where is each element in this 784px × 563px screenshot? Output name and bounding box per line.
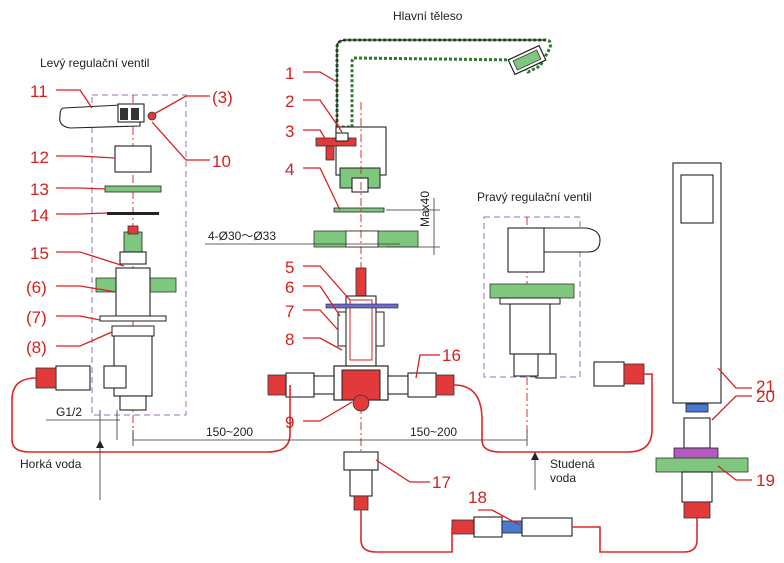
part-17-18 — [343, 451, 573, 538]
part-number-15: 15 — [30, 244, 49, 263]
dimension-thread-text: G1/2 — [56, 405, 82, 419]
part-number-9: 9 — [285, 413, 294, 432]
main-spout — [335, 38, 552, 193]
label-cold-water-1: Studená — [550, 457, 595, 471]
dimension-right-text: 150~200 — [410, 425, 457, 439]
label-hot-water: Horká voda — [20, 457, 82, 471]
part-number-11: 11 — [30, 82, 48, 101]
part-leaders — [56, 71, 752, 526]
left-valve — [35, 103, 177, 411]
part-number-10: 10 — [212, 152, 231, 171]
part-number-7-left: (7) — [26, 308, 47, 327]
part-number-13: 13 — [30, 180, 49, 199]
dimension-max40-text: Max40 — [418, 191, 432, 227]
dimension-spacing: 150~200 150~200 G1/2 — [46, 405, 528, 446]
part-number-4: 4 — [285, 160, 294, 179]
part-numbers: 1 2 3 4 5 6 7 8 9 10 11 (3) 12 13 14 15 … — [26, 64, 775, 507]
part-number-5: 5 — [285, 258, 294, 277]
part-number-2: 2 — [285, 92, 294, 111]
part-number-8-left: (8) — [26, 338, 47, 357]
part-number-6-left: (6) — [26, 278, 47, 297]
part-number-16: 16 — [442, 346, 461, 365]
right-valve-frame — [483, 216, 581, 378]
right-valve — [489, 227, 645, 387]
water-inlets: Horká voda Studená voda — [20, 440, 595, 500]
title-main-body: Hlavní těleso — [393, 9, 463, 23]
central-mixer — [325, 102, 399, 540]
dimension-max40: Max40 — [386, 191, 440, 255]
title-left-valve: Levý regulační ventil — [40, 56, 149, 70]
title-right-valve: Pravý regulační ventil — [477, 190, 592, 204]
part-number-6: 6 — [285, 278, 294, 297]
part-number-8: 8 — [285, 330, 294, 349]
part-number-19: 19 — [756, 471, 775, 490]
hand-shower — [655, 162, 749, 519]
part-number-3: 3 — [285, 122, 294, 141]
part-number-21: 21 — [756, 377, 775, 396]
dimension-left-text: 150~200 — [206, 425, 253, 439]
left-valve-frame — [91, 94, 187, 416]
part-number-7: 7 — [285, 302, 294, 321]
supply-hoses — [11, 373, 698, 553]
part-number-1: 1 — [285, 64, 294, 83]
part-number-12: 12 — [30, 148, 49, 167]
part-number-20: 20 — [756, 387, 775, 406]
part-number-3-left: (3) — [212, 88, 233, 107]
part-number-14: 14 — [30, 206, 49, 225]
part-number-18: 18 — [468, 488, 487, 507]
part-number-17: 17 — [432, 473, 451, 492]
part-4-gasket — [333, 207, 385, 213]
dimension-hole-text: 4-Ø30～Ø33 — [208, 229, 276, 243]
label-cold-water-2: voda — [550, 471, 576, 485]
